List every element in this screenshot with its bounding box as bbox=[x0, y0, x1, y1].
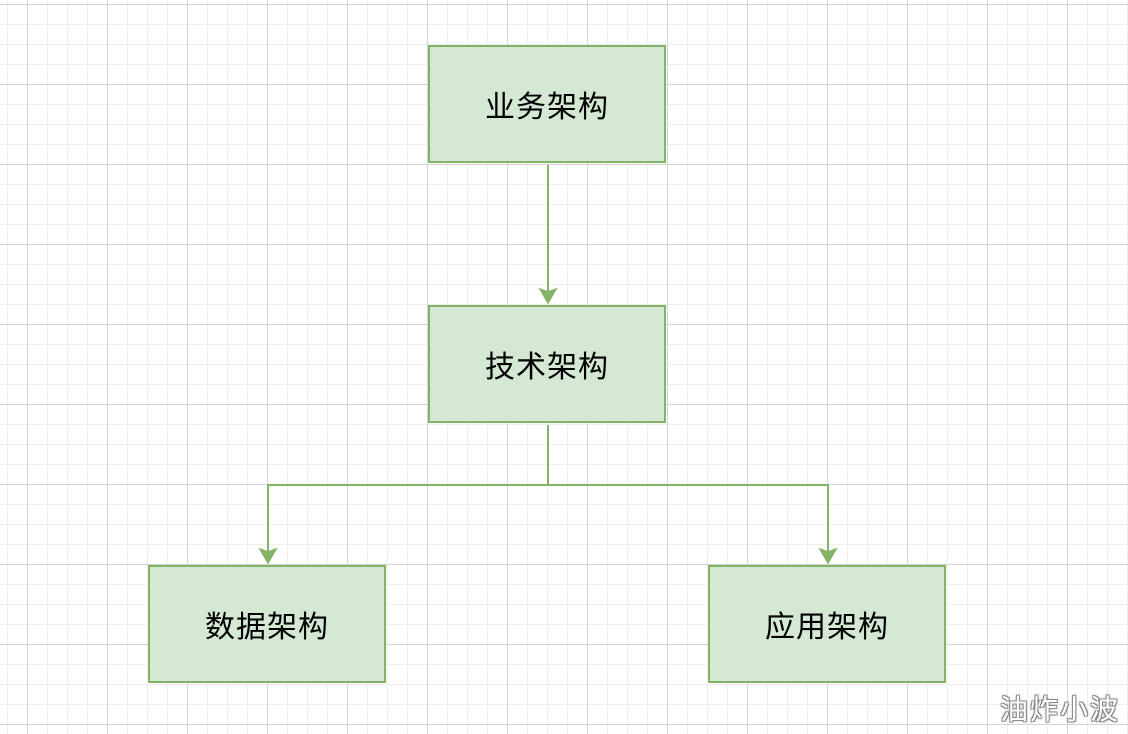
edge-technical-to-application bbox=[548, 484, 838, 565]
node-label: 数据架构 bbox=[205, 610, 329, 645]
edge-business-to-technical bbox=[538, 165, 558, 305]
arrowhead-down-icon bbox=[258, 547, 278, 565]
connector-line bbox=[548, 484, 829, 552]
node-label: 业务架构 bbox=[485, 90, 609, 125]
arrowhead-down-icon bbox=[538, 287, 558, 305]
node-technical-architecture[interactable]: 技术架构 bbox=[428, 305, 666, 423]
node-label: 应用架构 bbox=[765, 610, 889, 645]
watermark: 油炸小波 bbox=[999, 693, 1120, 726]
node-data-architecture[interactable]: 数据架构 bbox=[148, 565, 386, 683]
node-label: 技术架构 bbox=[485, 350, 609, 385]
connector-line bbox=[267, 425, 549, 552]
node-application-architecture[interactable]: 应用架构 bbox=[708, 565, 946, 683]
arrowhead-down-icon bbox=[818, 547, 838, 565]
edge-technical-to-data bbox=[258, 425, 549, 565]
node-business-architecture[interactable]: 业务架构 bbox=[428, 45, 666, 163]
